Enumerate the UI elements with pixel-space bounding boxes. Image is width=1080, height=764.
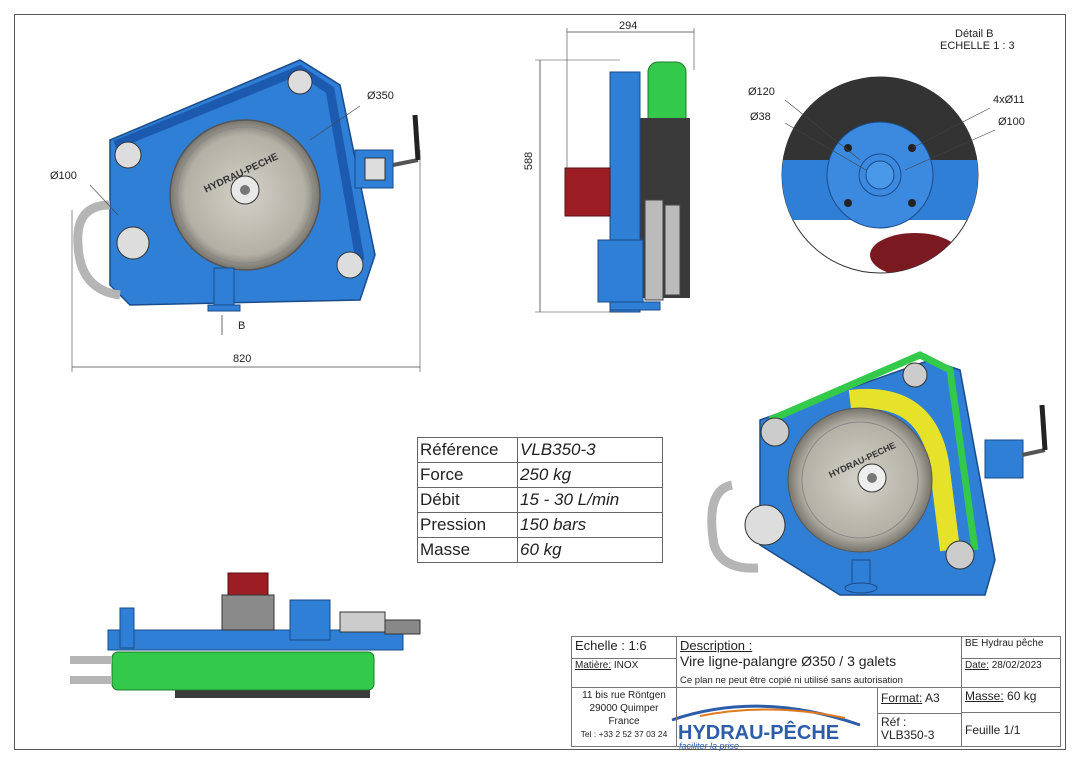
dim-d350: Ø350: [367, 90, 394, 102]
tb-be: BE Hydrau pêche: [961, 635, 1061, 660]
tb-desc: Vire ligne-palangre Ø350 / 3 galets: [680, 653, 897, 669]
tb-address1: 11 bis rue Röntgen: [582, 690, 666, 701]
iso-roller-left: [760, 417, 790, 447]
drawing-sheet: [14, 14, 1066, 750]
spec-value: 250 kg: [517, 462, 663, 488]
tb-address2: 29000 Quimper: [589, 703, 659, 714]
dim-h588: 588: [523, 151, 536, 171]
tb-masse-value: 60 kg: [1007, 689, 1037, 703]
tb-matiere-label: Matière:: [575, 660, 612, 672]
tb-feuille: Feuille 1/1: [961, 712, 1061, 747]
front-roller-left: [114, 141, 142, 169]
tb-ref-label: Réf :: [881, 715, 907, 729]
side-view: [535, 28, 695, 313]
detail-d100: Ø100: [998, 116, 1025, 128]
bottom-green-belt: [111, 651, 375, 691]
detail-holes: 4xØ11: [993, 94, 1025, 106]
tb-address: 11 bis rue Röntgen 29000 Quimper France …: [571, 687, 677, 747]
tb-echelle: Echelle : 1:6: [571, 635, 677, 660]
tb-date: Date: 28/02/2023: [961, 658, 1061, 688]
title-block: Echelle : 1:6 Description : Vire ligne-p…: [571, 635, 1061, 747]
spec-key: Force: [417, 462, 518, 488]
dim-w294: 294: [619, 20, 638, 32]
iso-roller-top: [902, 362, 928, 388]
detail-scale: ECHELLE 1 : 3: [940, 40, 1015, 52]
logo: [677, 688, 878, 746]
tb-format-value: A3: [925, 691, 940, 705]
tb-masse: Masse: 60 kg: [961, 686, 1061, 714]
tb-matiere-value: INOX: [613, 660, 639, 672]
tb-copy: Ce plan ne peut être copié ni utilisé sa…: [680, 675, 903, 686]
spec-value: 60 kg: [517, 537, 663, 563]
front-view: [71, 59, 421, 372]
iso-view: [707, 351, 1048, 596]
front-belt: [113, 64, 365, 261]
side-motor: [564, 167, 611, 217]
detail-d120: Ø120: [748, 86, 775, 98]
tb-desc-label: Description :: [680, 638, 753, 653]
iso-roller-lower: [744, 504, 786, 546]
iso-yellow-belt: [848, 388, 960, 552]
bottom-frame: [107, 629, 404, 651]
tb-ref: Réf :VLB350-3: [878, 714, 961, 744]
front-roller-right: [336, 251, 364, 279]
tb-format: Format: A3: [878, 688, 961, 714]
tb-address3: France: [608, 716, 640, 727]
dim-d100-left: Ø100: [50, 170, 77, 182]
spec-value: VLB350-3: [517, 437, 663, 463]
dim-width-820: 820: [233, 353, 252, 365]
logo-text: HYDRAU-PÊCHE: [678, 722, 840, 744]
tb-tel: Tel : +33 2 52 37 03 24: [580, 729, 668, 739]
front-post: [213, 267, 235, 309]
logo-slogan: faciliter la prise: [679, 741, 740, 751]
bottom-view: [70, 572, 421, 698]
spec-value: 15 - 30 L/min: [517, 487, 663, 513]
tb-description: Description : Vire ligne-palangre Ø350 /…: [676, 636, 962, 688]
tb-masse-label: Masse:: [965, 689, 1004, 703]
tb-matiere: Matière: INOX: [571, 658, 677, 688]
detail-d38: Ø38: [750, 111, 771, 123]
view-b-label: B: [238, 320, 246, 332]
front-roller-top: [287, 69, 313, 95]
front-roller-lower: [116, 226, 150, 260]
tb-ref-value: VLB350-3: [881, 728, 935, 742]
iso-roller-right: [945, 540, 975, 570]
tb-date-value: 28/02/2023: [991, 660, 1042, 672]
spec-key: Masse: [417, 537, 518, 563]
detail-b: [781, 76, 996, 274]
tb-date-label: Date:: [965, 660, 989, 672]
spec-value: 150 bars: [517, 512, 663, 538]
spec-key: Débit: [417, 487, 518, 513]
spec-key: Pression: [417, 512, 518, 538]
tb-format-label: Format:: [881, 691, 923, 705]
front-hook: [73, 200, 121, 300]
detail-title: Détail B: [955, 28, 994, 40]
spec-key: Référence: [417, 437, 518, 463]
iso-green-belt: [768, 351, 979, 551]
